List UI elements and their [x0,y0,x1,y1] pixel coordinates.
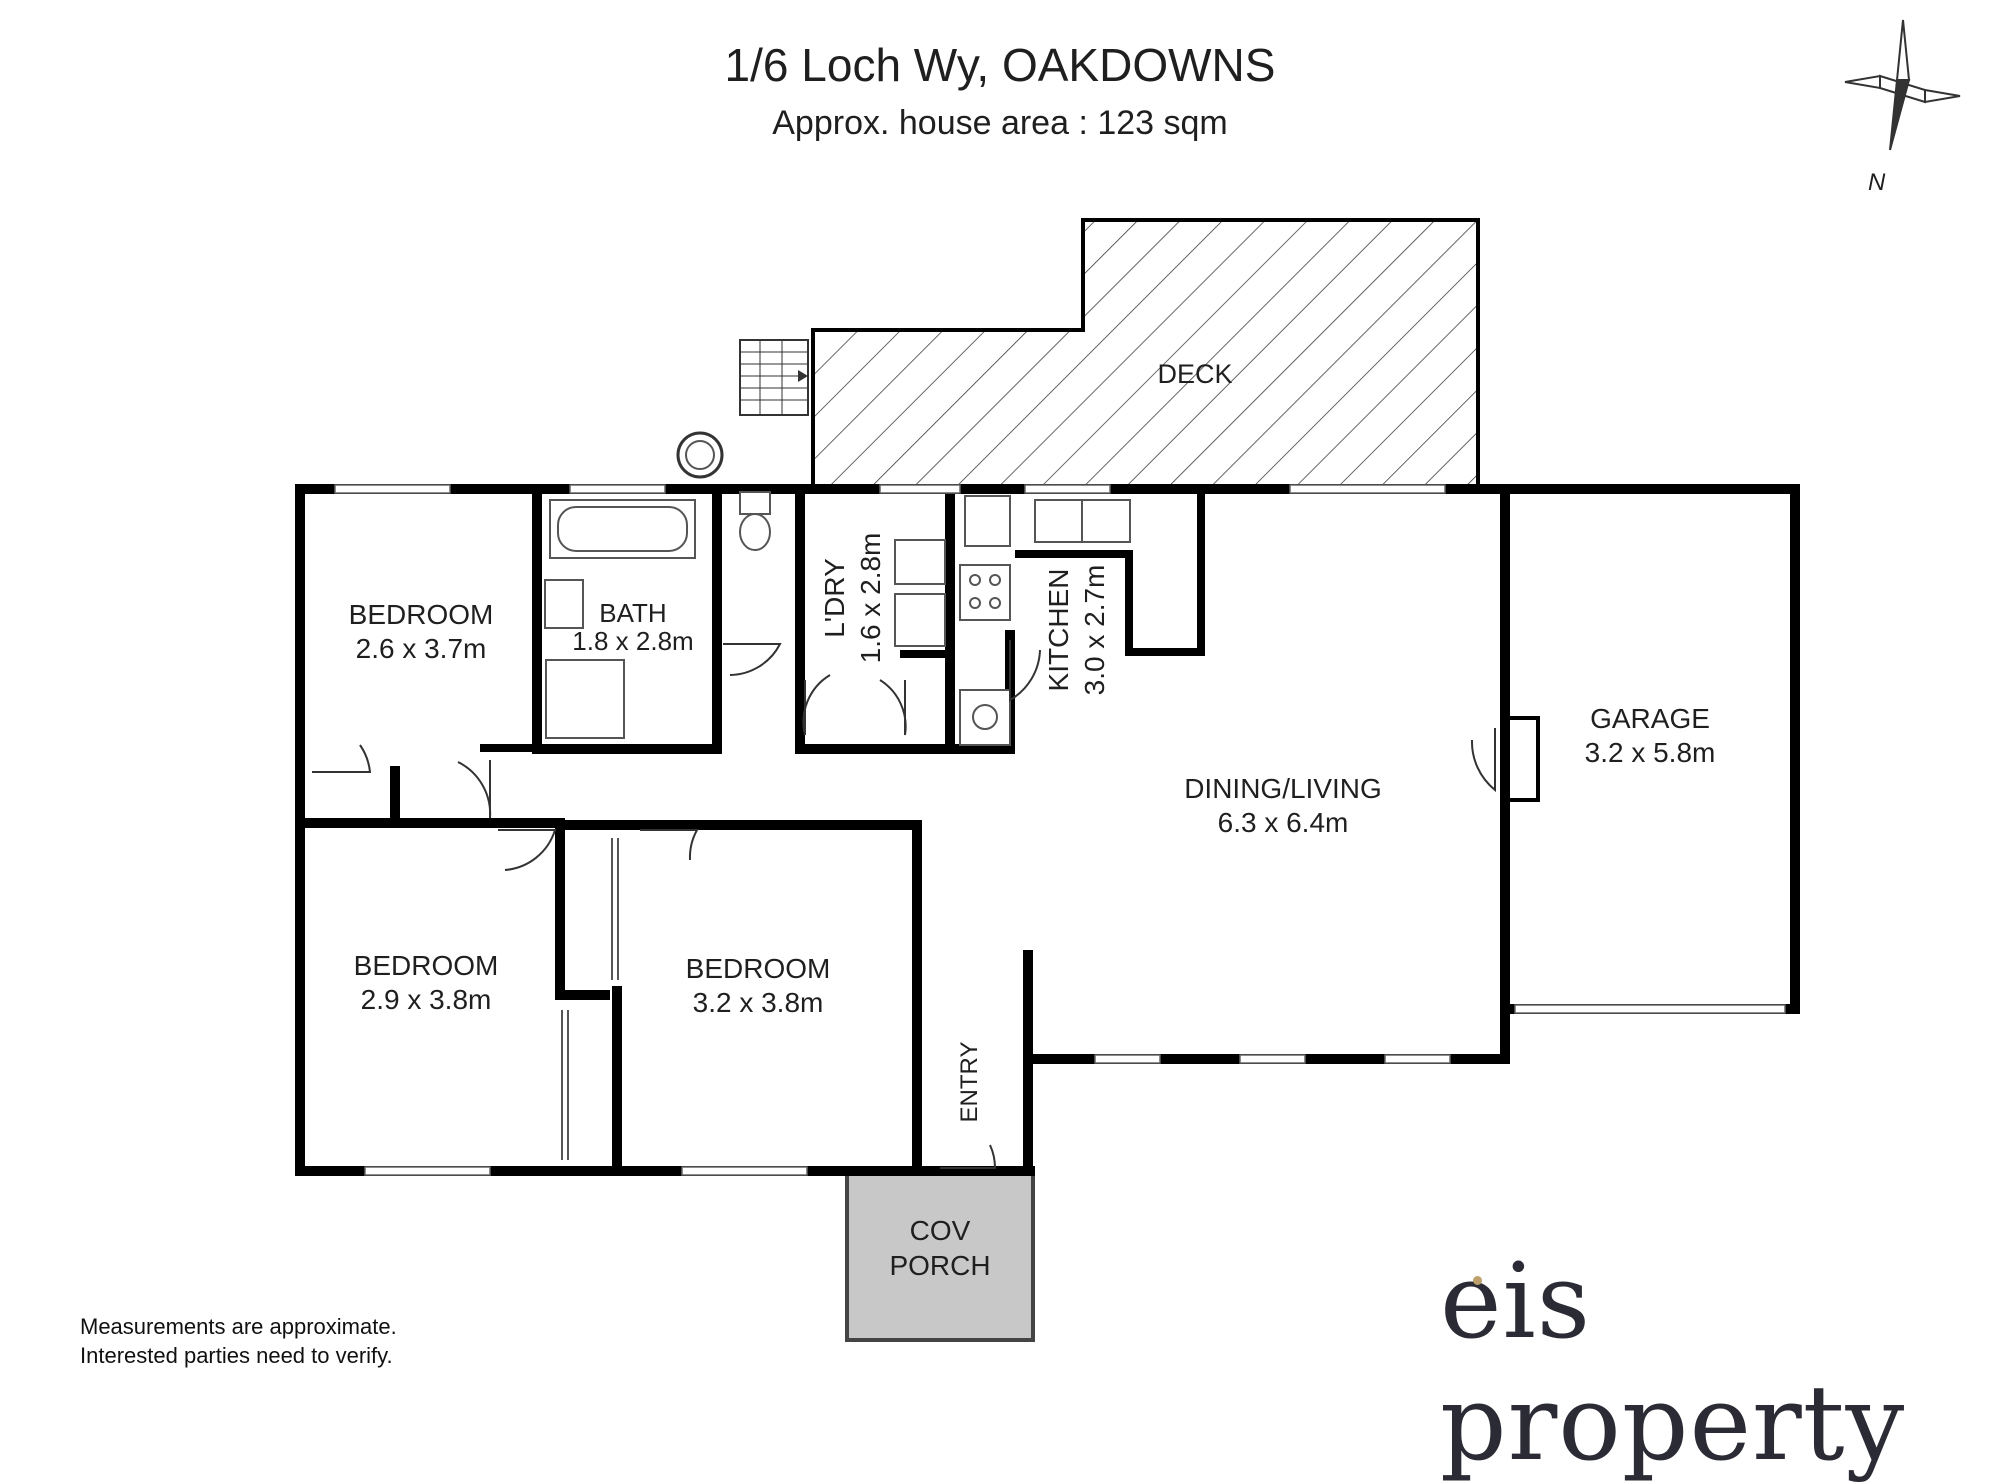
brand-logo-dot [1473,1276,1482,1285]
kitchen-fixtures [959,495,1131,746]
disclaimer: Measurements are approximate. Interested… [80,1312,397,1370]
bathroom-fixtures [544,491,771,739]
room-size-laundry: 1.6 x 2.8m [855,533,886,664]
brand-logo: eis property [1440,1240,2000,1484]
steps [739,339,809,416]
room-size-bath: 1.8 x 2.8m [572,626,693,656]
room-size-bedroom-2: 2.9 x 3.8m [361,984,492,1015]
room-size-dining-living: 6.3 x 6.4m [1218,807,1349,838]
room-size-kitchen: 3.0 x 2.7m [1079,565,1110,696]
room-name-bedroom-3: BEDROOM [686,953,831,984]
porch-label-line-2: PORCH [889,1250,990,1281]
disclaimer-line-1: Measurements are approximate. [80,1314,397,1339]
water-tank-icon [676,431,724,479]
porch-label-line-1: COV [910,1215,971,1246]
doors [312,640,1496,1169]
room-name-dining-living: DINING/LIVING [1184,773,1382,804]
room-name-bedroom-2: BEDROOM [354,950,499,981]
robe-sliding-doors [561,838,619,1160]
deck [811,218,1480,488]
disclaimer-line-2: Interested parties need to verify. [80,1343,393,1368]
room-size-garage: 3.2 x 5.8m [1585,737,1716,768]
plan-title: 1/6 Loch Wy, OAKDOWNS [724,39,1276,91]
floor-plan: N [295,19,1961,1342]
entry-label: ENTRY [956,1042,983,1123]
plan-area: Approx. house area : 123 sqm [772,104,1228,142]
brand-logo-text: eis property [1440,1240,1906,1484]
windows [334,484,1786,1176]
room-name-kitchen: KITCHEN [1043,569,1074,692]
garage-step [1506,716,1540,802]
deck-label: DECK [1157,359,1232,389]
laundry-fixtures [894,539,946,647]
compass-label: N [1868,169,1886,196]
room-size-bedroom-1: 2.6 x 3.7m [356,633,487,664]
room-name-bedroom-1: BEDROOM [349,599,494,630]
north-arrow-icon [1844,19,1961,151]
room-name-bath: BATH [599,598,666,628]
room-name-garage: GARAGE [1590,703,1710,734]
room-name-laundry: L'DRY [819,558,850,638]
room-size-bedroom-3: 3.2 x 3.8m [693,987,824,1018]
